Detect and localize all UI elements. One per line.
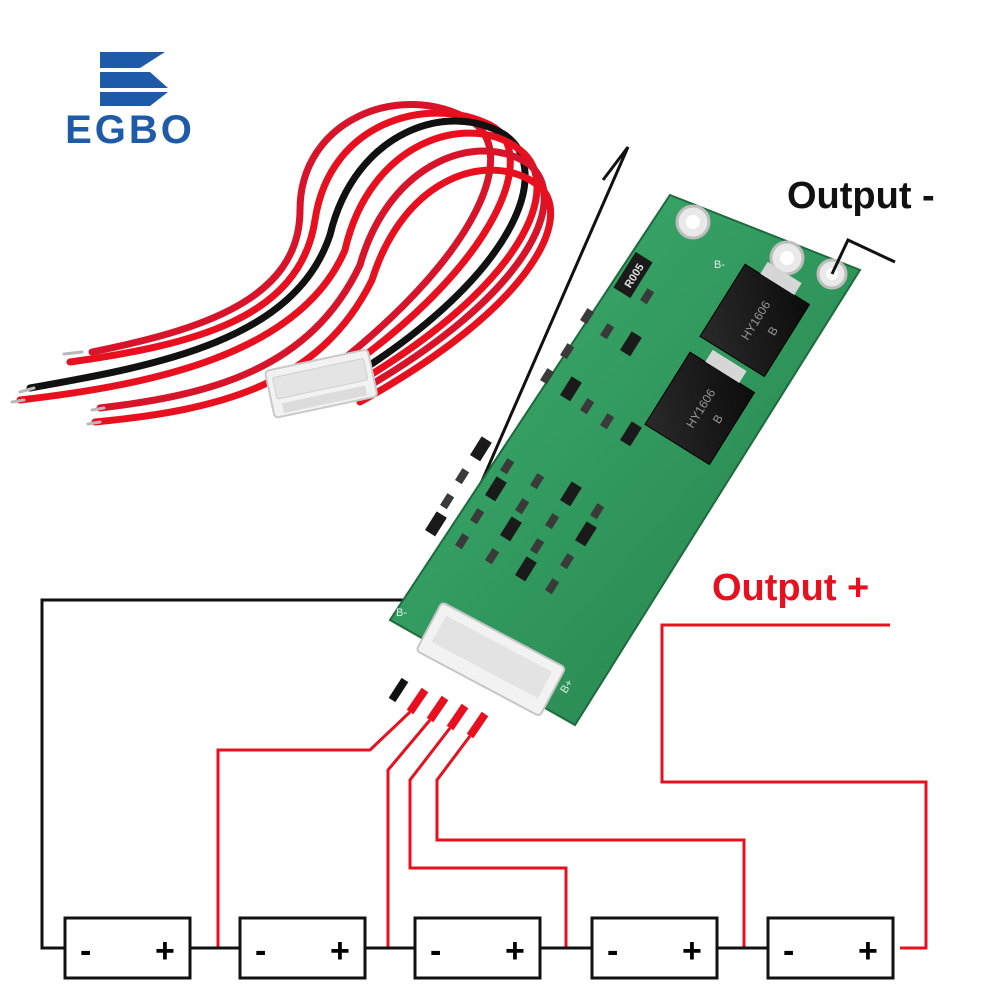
cell-4-neg: - [607,932,618,970]
battery-cell-icon: - + [238,916,367,980]
smd-part [620,331,642,357]
cell-3-neg: - [430,932,441,970]
cell-5-pos: + [858,932,878,970]
output-plus-wire [660,623,928,950]
bms-board-icon: R005 HY1606 B HY1606 B B- B- B+ [388,193,862,739]
smd-part [454,468,470,485]
brand-name: EGBO [65,108,195,152]
smd-part [600,413,615,430]
cell-1-neg: - [80,932,91,970]
smd-part [484,548,500,565]
smd-part [530,538,545,555]
output-plus-label: Output + [712,567,869,609]
battery-cell-icon: - + [413,916,542,980]
balance-wire-harness-icon [10,101,555,426]
cell-2-neg: - [255,932,266,970]
balance-wires [216,710,768,950]
pad-b-minus-label: B- [396,607,407,619]
smd-part [499,516,522,542]
smd-part [485,476,507,502]
output-minus-leader [830,238,896,275]
smd-part [560,376,582,402]
egbo-logo-icon: EGBO [65,52,195,152]
cell-1-pos: + [155,932,175,970]
smd-part [545,578,560,595]
smd-part [590,503,605,520]
cell-2-pos: + [330,932,350,970]
smd-part [540,368,555,385]
smd-part [439,493,455,510]
output-minus-label: Output - [787,175,935,217]
cell-3-pos: + [505,932,525,970]
smd-part [545,513,560,530]
smd-part [500,458,515,475]
smd-part [560,343,575,360]
pad-b-top-label: B- [714,259,725,271]
smd-part [530,473,545,490]
smd-part [580,308,595,325]
battery-cell-icon: - + [766,916,895,980]
battery-pack: - + - + - + - + - + [63,916,895,980]
smd-part [560,481,582,507]
smd-part [580,398,595,415]
smd-part [575,521,597,547]
smd-part [640,288,655,305]
smd-part [469,508,485,525]
smd-components [425,288,655,595]
smd-part [470,436,492,462]
cell-4-pos: + [682,932,702,970]
smd-part [515,556,537,582]
cell-5-neg: - [783,932,794,970]
battery-cell-icon: - + [63,916,192,980]
smd-part [600,323,615,340]
smd-part [515,498,530,515]
smd-part [425,511,447,537]
battery-cell-icon: - + [590,916,719,980]
b-minus-wire [40,146,630,950]
smd-part [560,553,575,570]
smd-part [454,533,470,550]
smd-part [620,421,642,447]
